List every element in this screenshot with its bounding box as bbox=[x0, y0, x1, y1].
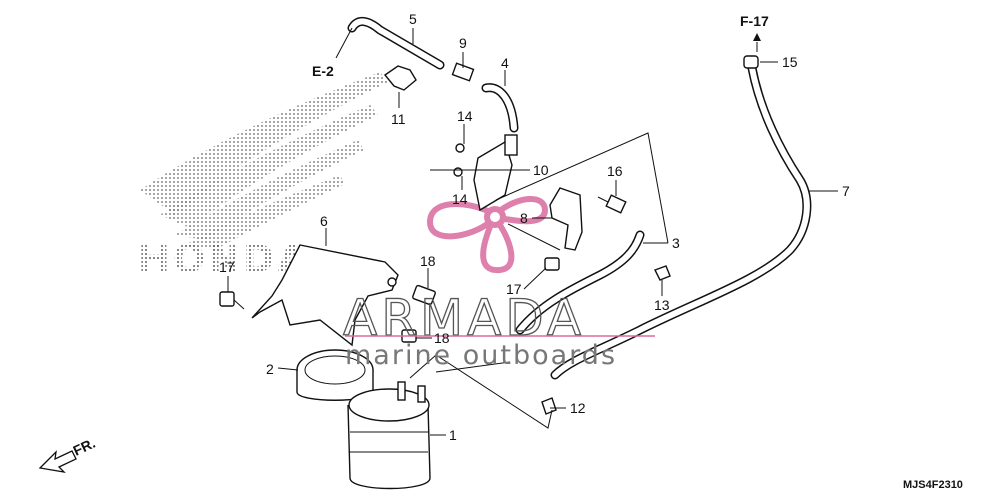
callout-1: 1 bbox=[449, 427, 457, 443]
callout-13: 13 bbox=[654, 297, 670, 313]
hose-part-4 bbox=[481, 83, 519, 133]
callout-14-bottom: 14 bbox=[452, 191, 468, 207]
honda-wing-logo bbox=[140, 72, 388, 250]
joint-part-9 bbox=[451, 62, 475, 82]
canister-part-1 bbox=[347, 381, 431, 490]
callout-6: 6 bbox=[320, 213, 328, 229]
hose-part-5 bbox=[347, 17, 445, 70]
callout-17-right: 18 bbox=[434, 330, 450, 346]
diagram-code: MJS4F2310 bbox=[903, 479, 963, 491]
callout-11: 11 bbox=[391, 111, 406, 127]
stay-part-8 bbox=[549, 187, 583, 251]
callout-12: 12 bbox=[570, 400, 586, 416]
bolt-part-18 bbox=[412, 284, 436, 306]
ref-f17: F-17 bbox=[740, 13, 769, 29]
propeller-watermark-icon bbox=[426, 196, 549, 274]
leader-lines bbox=[227, 27, 838, 436]
callout-8: 8 bbox=[520, 210, 528, 226]
honda-brand-text: HONDA bbox=[138, 237, 310, 281]
callout-16-top: 16 bbox=[607, 163, 623, 179]
front-label: FR. bbox=[71, 435, 98, 459]
screw-part-14-b bbox=[453, 167, 463, 177]
callout-2: 2 bbox=[266, 361, 274, 377]
clip-part-12 bbox=[541, 397, 557, 415]
hose-part-3 bbox=[515, 230, 645, 335]
bracket-hole bbox=[387, 277, 397, 287]
solenoid-valve-part-10 bbox=[473, 134, 518, 212]
callout-10: 10 bbox=[533, 162, 549, 178]
callout-15: 15 bbox=[782, 54, 798, 70]
bolt-part-16-b bbox=[544, 257, 560, 271]
callout-18: 18 bbox=[420, 253, 436, 269]
clamp-part-13 bbox=[654, 265, 671, 281]
callout-3: 3 bbox=[672, 235, 680, 251]
callout-7: 7 bbox=[842, 183, 850, 199]
callout-14-top: 14 bbox=[457, 108, 473, 124]
ref-e2: E-2 bbox=[312, 63, 334, 79]
front-arrow-icon bbox=[38, 450, 77, 473]
callout-4: 4 bbox=[501, 55, 509, 71]
callout-16-bottom: 17 bbox=[506, 281, 522, 297]
callout-17-left: 17 bbox=[219, 259, 235, 275]
clip-part-11 bbox=[383, 65, 417, 91]
armada-watermark-title: ARMADA bbox=[343, 289, 585, 347]
callout-5: 5 bbox=[409, 11, 417, 27]
screw-part-14-a bbox=[455, 143, 465, 153]
callout-9: 9 bbox=[459, 35, 467, 51]
arrow-up-icon bbox=[753, 33, 761, 41]
band-part-2 bbox=[296, 349, 374, 401]
hose-part-7 bbox=[550, 63, 812, 380]
bolt-part-17-a bbox=[219, 291, 245, 310]
armada-watermark-subtitle: marine outboards bbox=[345, 340, 617, 371]
bolt-part-16-a bbox=[597, 194, 627, 214]
cap-part-15 bbox=[743, 55, 759, 69]
